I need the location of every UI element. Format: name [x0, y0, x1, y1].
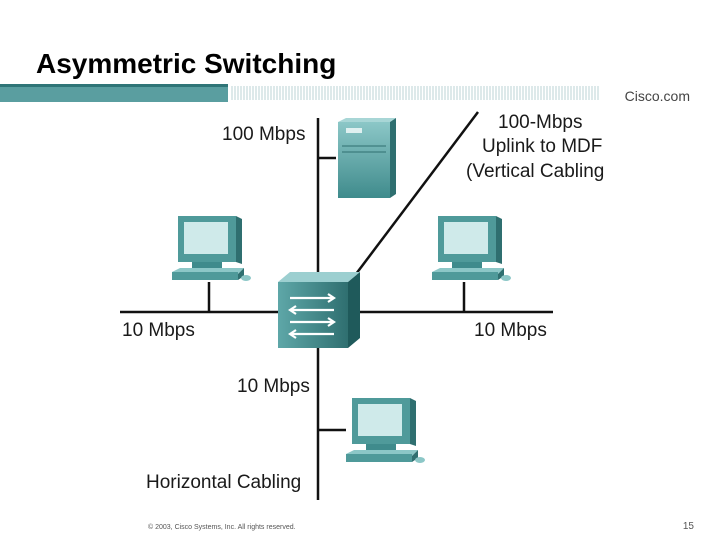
brand-logo: Cisco.com — [624, 88, 690, 104]
right-speed-label: 10 Mbps — [474, 320, 547, 341]
workstation-right-icon — [432, 216, 511, 281]
slide-title: Asymmetric Switching — [36, 48, 337, 79]
workstation-left-icon — [172, 216, 251, 281]
workstation-bottom-icon — [346, 398, 425, 463]
uplink-label-line2: Uplink to MDF — [482, 136, 602, 157]
uplink-label-line1: 100-Mbps — [498, 112, 583, 133]
header-bar — [0, 84, 599, 102]
switch-icon — [278, 272, 360, 348]
bottom-speed-label: 10 Mbps — [237, 376, 310, 397]
server-icon — [338, 118, 396, 198]
server-speed-label: 100 Mbps — [222, 124, 305, 145]
uplink-label-line3: (Vertical Cabling — [466, 161, 604, 182]
horizontal-cabling-label: Horizontal Cabling — [146, 472, 301, 493]
uplink-line — [355, 111, 479, 275]
page-number: 15 — [682, 521, 694, 532]
footer-copyright: © 2003, Cisco Systems, Inc. All rights r… — [148, 524, 296, 531]
left-speed-label: 10 Mbps — [122, 320, 195, 341]
